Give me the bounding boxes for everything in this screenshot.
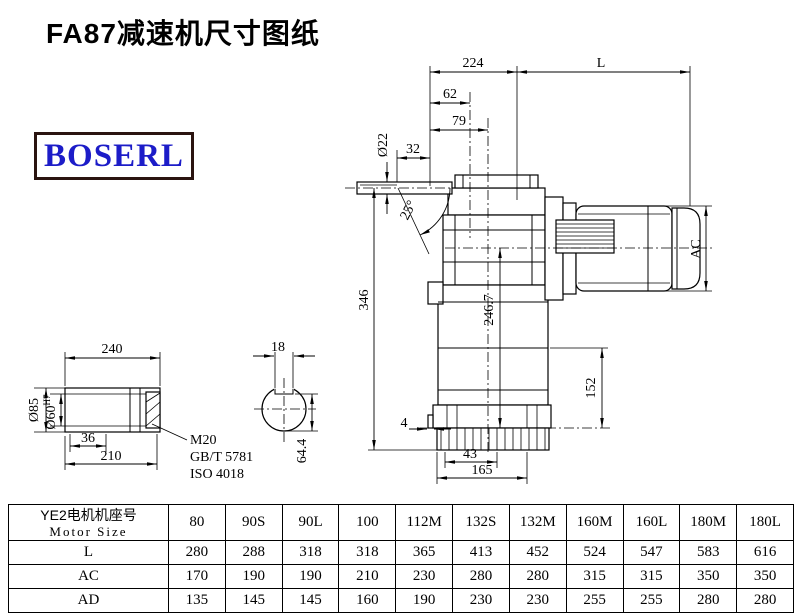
boserl-logo: BOSERL (34, 132, 194, 180)
table-header-row: YE2电机机座号 Motor Size 80 90S 90L 100 112M … (8, 504, 794, 541)
dim-346: 346 (357, 290, 372, 311)
dim-64-4: 64.4 (295, 439, 310, 464)
cell: 170 (168, 564, 226, 589)
cell: 280 (168, 540, 226, 565)
cell: 288 (224, 540, 283, 565)
column-header-90s: 90S (224, 504, 283, 541)
dim-210: 210 (101, 449, 122, 464)
dim-79: 79 (452, 114, 466, 129)
dimension-drawing: 224 L 62 79 32 Ø22 25° 346 AC 246.7 152 … (27, 56, 714, 484)
column-header-132m: 132M (508, 504, 567, 541)
cell: 350 (679, 564, 738, 589)
table-row-L: L 280 288 318 318 365 413 452 524 547 58… (8, 540, 794, 565)
dim-AC: AC (689, 239, 704, 258)
column-header-90l: 90L (281, 504, 340, 541)
dim-angle-25: 25° (398, 198, 420, 222)
cell: 413 (452, 540, 510, 565)
cell: 318 (338, 540, 397, 565)
dim-dia85: Ø85 (27, 398, 42, 422)
column-header-100: 100 (338, 504, 397, 541)
column-header-180l: 180L (736, 504, 794, 541)
cell: 280 (508, 564, 567, 589)
dim-240: 240 (102, 342, 123, 357)
cell: 255 (565, 588, 624, 613)
motor (544, 196, 701, 301)
cell: 524 (565, 540, 624, 565)
cell: 280 (452, 564, 510, 589)
column-header-160m: 160M (565, 504, 624, 541)
dim-dia22: Ø22 (376, 133, 391, 157)
column-header-112m: 112M (395, 504, 454, 541)
cell: 318 (281, 540, 340, 565)
gearbox-body (427, 174, 552, 451)
motor-size-table: YE2电机机座号 Motor Size 80 90S 90L 100 112M … (8, 504, 794, 613)
column-header-160l: 160L (622, 504, 681, 541)
cell: 315 (622, 564, 681, 589)
dim-dia60-h7: Ø60H7 (42, 394, 59, 430)
header-en: Motor Size (49, 523, 128, 539)
cell: 280 (736, 588, 794, 613)
dim-4: 4 (401, 416, 408, 431)
cell: 583 (679, 540, 738, 565)
dim-224: 224 (463, 56, 484, 71)
cell: 190 (395, 588, 454, 613)
label-gbt-5781: GB/T 5781 (190, 450, 253, 465)
cell: 190 (281, 564, 340, 589)
cell: 280 (679, 588, 738, 613)
dim-18: 18 (271, 340, 285, 355)
label-m20: M20 (190, 433, 216, 448)
cell: 230 (452, 588, 510, 613)
dim-246-7: 246.7 (482, 294, 497, 326)
cell: 145 (281, 588, 340, 613)
label-iso-4018: ISO 4018 (190, 467, 244, 482)
cell: 135 (168, 588, 226, 613)
cell: 452 (508, 540, 567, 565)
dim-43: 43 (463, 447, 477, 462)
cell: 160 (338, 588, 397, 613)
cell: 230 (395, 564, 454, 589)
dim-L: L (597, 56, 606, 71)
page-title: FA87减速机尺寸图纸 (46, 18, 320, 49)
column-header-80: 80 (168, 504, 226, 541)
row-label-L: L (8, 540, 169, 565)
cell: 315 (565, 564, 624, 589)
row-label-AC: AC (8, 564, 169, 589)
table-row-AD: AD 135 145 145 160 190 230 230 255 255 2… (8, 588, 794, 613)
cell: 350 (736, 564, 794, 589)
cell: 365 (395, 540, 454, 565)
cell: 145 (224, 588, 283, 613)
cell: 190 (224, 564, 283, 589)
cell: 255 (622, 588, 681, 613)
table-row-AC: AC 170 190 190 210 230 280 280 315 315 3… (8, 564, 794, 589)
dim-165: 165 (472, 463, 493, 478)
row-label-AD: AD (8, 588, 169, 613)
output-shaft-detail (64, 387, 188, 441)
cell: 547 (622, 540, 681, 565)
dim-32: 32 (406, 142, 420, 157)
logo-text: BOSERL (44, 137, 184, 174)
centerlines (254, 92, 714, 455)
column-header-132s: 132S (452, 504, 510, 541)
cell: 210 (338, 564, 397, 589)
cell: 230 (508, 588, 567, 613)
dimension-annotations: 224 L 62 79 32 Ø22 25° 346 AC 246.7 152 … (27, 56, 712, 484)
dim-62: 62 (443, 87, 457, 102)
dim-152: 152 (584, 378, 599, 399)
column-header-180m: 180M (679, 504, 738, 541)
header-cn: YE2电机机座号 (40, 506, 137, 523)
dim-36: 36 (81, 431, 95, 446)
motor-size-header-cell: YE2电机机座号 Motor Size (8, 504, 169, 541)
cell: 616 (736, 540, 794, 565)
